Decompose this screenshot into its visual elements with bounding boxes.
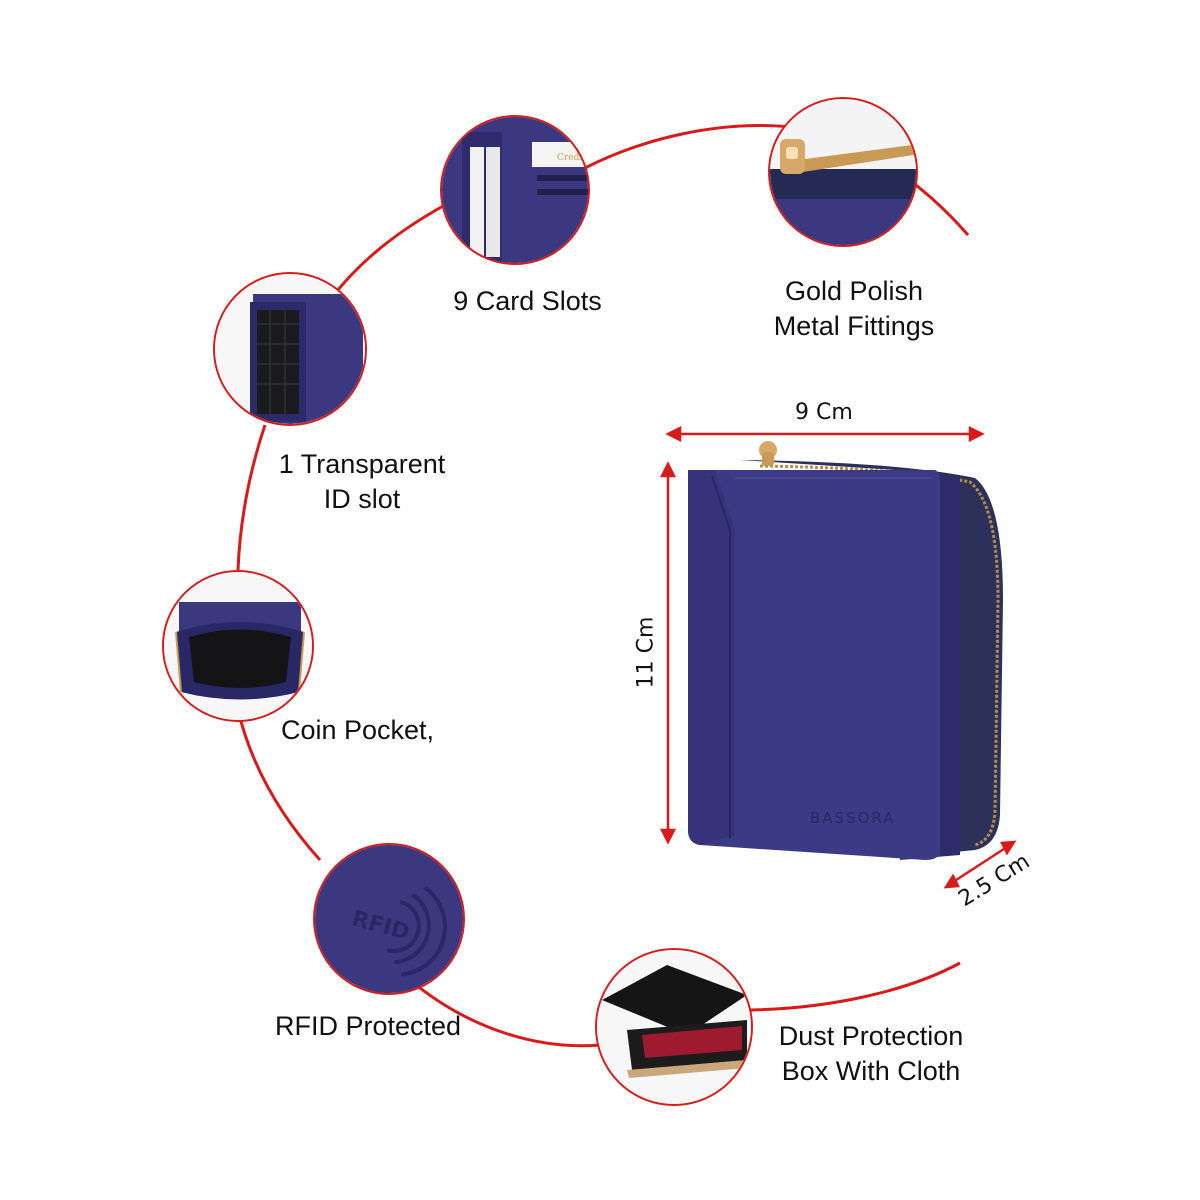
width-dimension-label: 9 Cm — [795, 400, 853, 425]
coin-pocket-thumbnail — [162, 570, 314, 722]
id-slot-line-1: 1 Transparent — [278, 449, 446, 479]
id-slot-line-2: ID slot — [323, 484, 401, 514]
coin-pocket-label: Coin Pocket, — [280, 715, 435, 745]
rfid-label: RFID Protected — [274, 1011, 462, 1041]
gold-polish-line-2: Metal Fittings — [773, 311, 935, 341]
gold-polish-line-1: Gold Polish — [784, 276, 924, 306]
card-text: Credit Card — [557, 153, 590, 163]
dust-box-line-1: Dust Protection — [778, 1021, 964, 1051]
dust-box-thumbnail — [595, 948, 753, 1106]
card-slots-label: 9 Card Slots — [453, 286, 602, 316]
card-slots-thumbnail: Credit Card — [440, 115, 590, 265]
gold-fittings-thumbnail — [768, 97, 918, 247]
dust-box-line-2: Box With Cloth — [781, 1056, 961, 1086]
id-slot-thumbnail — [213, 272, 367, 426]
height-dimension-label: 11 Cm — [633, 616, 659, 689]
dust-box-label: Dust Protection Box With Cloth — [760, 1019, 982, 1089]
id-slot-label: 1 Transparent ID slot — [262, 447, 462, 517]
rfid-thumbnail: RFID — [313, 843, 465, 995]
gold-polish-label: Gold Polish Metal Fittings — [754, 274, 954, 344]
